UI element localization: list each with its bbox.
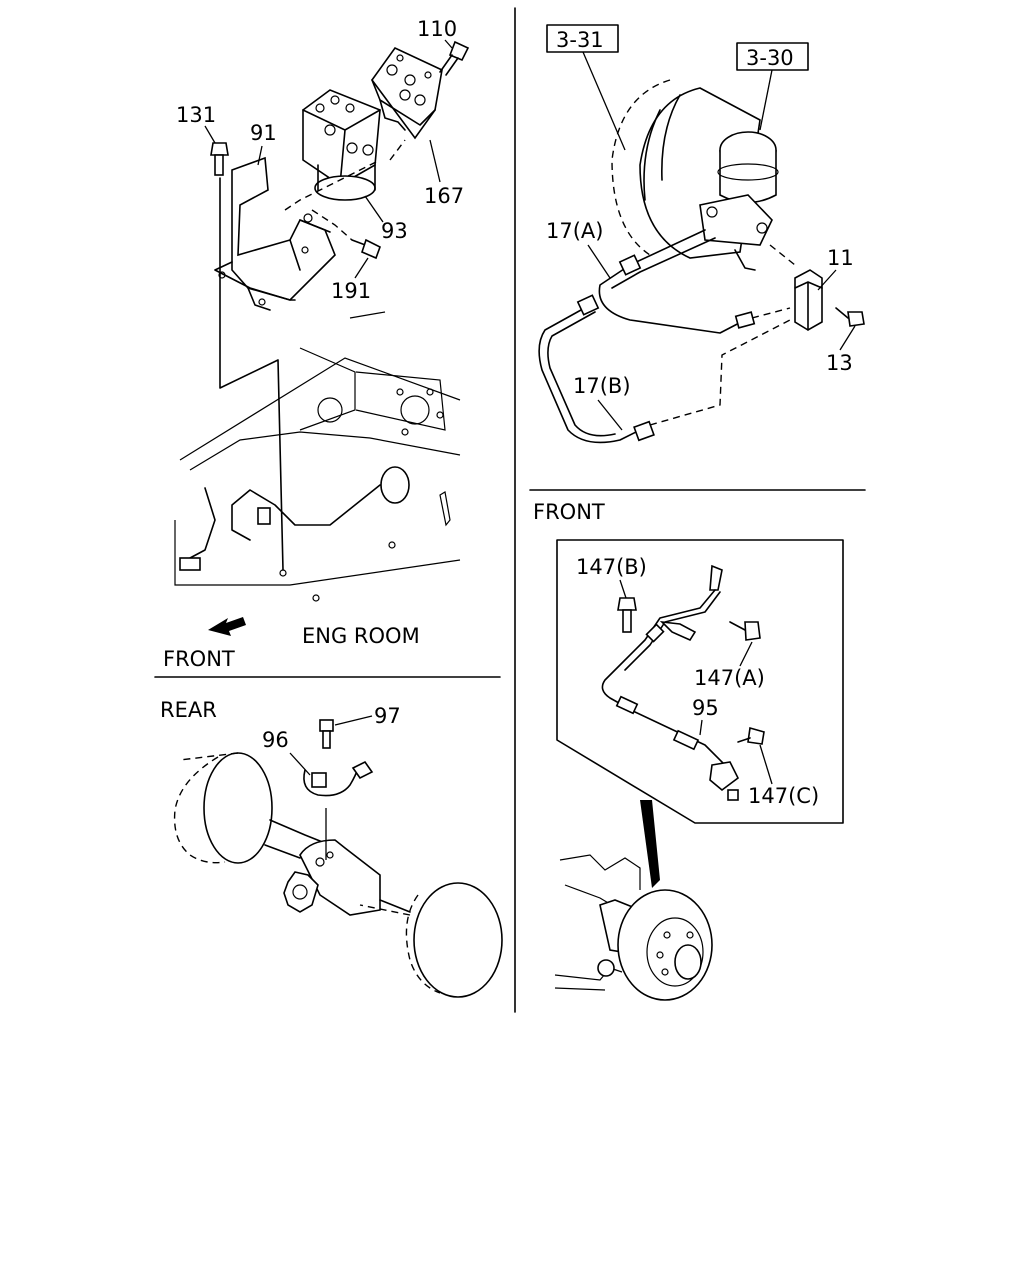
bolt-131 [210, 142, 229, 176]
callout-110: 110 [417, 17, 457, 41]
callout-91: 91 [250, 121, 277, 145]
front-sensor-detail [556, 539, 844, 824]
front-arrow-icon [208, 617, 246, 636]
front-hub-view [554, 854, 713, 1001]
section-dividers [154, 7, 866, 1013]
callout-147b: 147(B) [576, 555, 647, 579]
callout-97: 97 [374, 704, 401, 728]
callout-167: 167 [424, 184, 464, 208]
abs-unit-assembly [210, 40, 470, 571]
callout-11: 11 [827, 246, 854, 270]
brake-booster-assembly [538, 79, 865, 444]
hydraulic-unit [302, 89, 381, 201]
ref-box-3-30 [736, 42, 809, 71]
callout-95: 95 [692, 696, 719, 720]
front-label-right: FRONT [533, 500, 605, 524]
callout-147a: 147(A) [694, 666, 765, 690]
callout-147c: 147(C) [748, 784, 819, 808]
callout-131: 131 [176, 103, 216, 127]
bolt-110 [439, 40, 470, 76]
abs-control-module [371, 46, 443, 140]
detail-pointer [640, 800, 660, 888]
callout-93: 93 [381, 219, 408, 243]
rear-label: REAR [160, 698, 217, 722]
rear-axle-view [173, 719, 503, 998]
ref-box-3-31 [546, 24, 619, 53]
callout-13: 13 [826, 351, 853, 375]
callout-17b: 17(B) [573, 374, 631, 398]
ref-3-31: 3-31 [556, 28, 604, 52]
ref-3-30: 3-30 [746, 46, 794, 70]
callout-191: 191 [331, 279, 371, 303]
callout-96: 96 [262, 728, 289, 752]
abs-bracket [214, 156, 336, 311]
engine-room-view [174, 311, 461, 602]
eng-room-label: ENG ROOM [302, 624, 420, 648]
callout-17a: 17(A) [546, 219, 603, 243]
bolt-191 [351, 238, 381, 260]
front-label-left: FRONT [163, 647, 235, 671]
